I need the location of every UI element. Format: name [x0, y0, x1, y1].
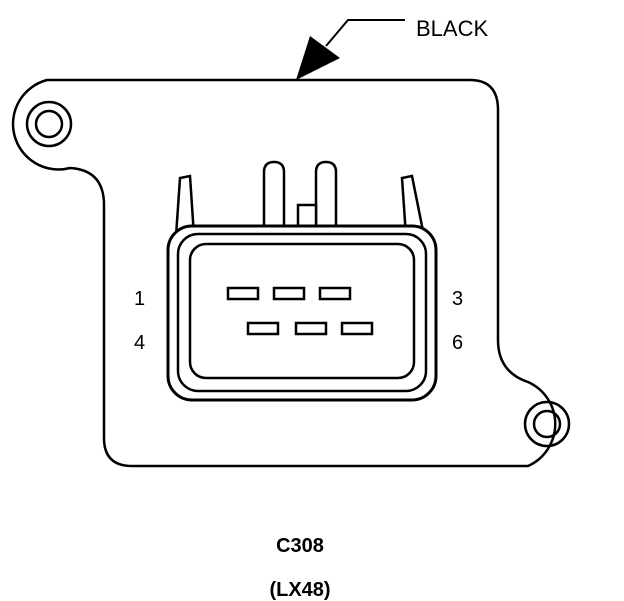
mounting-hole-bottom-right — [523, 400, 571, 448]
color-label: BLACK — [416, 16, 489, 41]
terminal-post-left — [262, 160, 286, 232]
cavity-3 — [318, 286, 352, 301]
leader-arrow — [296, 19, 405, 80]
pin-label-bottom-left: 4 — [134, 332, 146, 354]
pin-label-bottom-right: 6 — [452, 332, 464, 354]
cavity-6 — [340, 321, 374, 336]
cavity-2 — [272, 286, 306, 301]
pin-label-top-left: 1 — [134, 288, 146, 310]
connector-id: C308 — [276, 535, 324, 557]
terminal-cavities — [226, 286, 374, 336]
mounting-hole-top-left — [25, 100, 73, 148]
connector-housing-middle — [176, 232, 428, 393]
connector-face — [188, 242, 416, 380]
connector-housing-outer — [166, 224, 438, 402]
cavity-5 — [294, 321, 328, 336]
connector-code: (LX48) — [269, 579, 331, 601]
cavity-1 — [226, 286, 260, 301]
cavity-4 — [246, 321, 280, 336]
pin-label-top-right: 3 — [452, 288, 464, 310]
terminal-post-right — [314, 160, 338, 232]
